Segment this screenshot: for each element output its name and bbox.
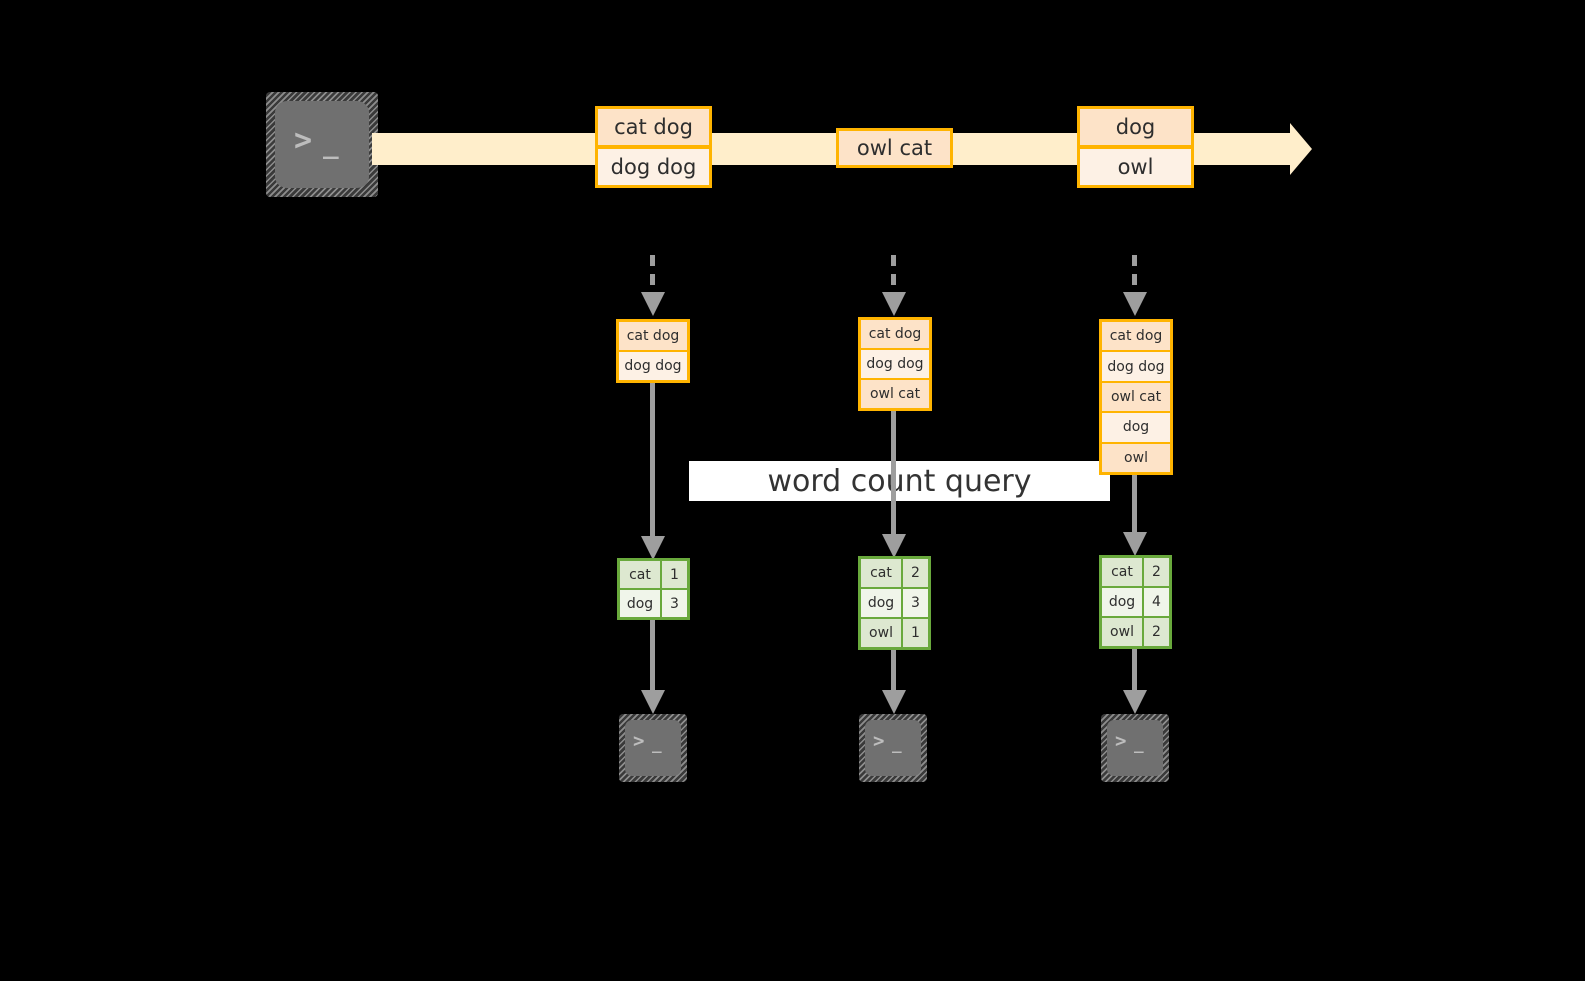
input-row: owl (1102, 443, 1170, 473)
snapshot-3-consumer-terminal-icon: > _ (1101, 714, 1169, 782)
stream-message: dog (1077, 106, 1194, 148)
result-word: cat (1102, 558, 1144, 586)
result-count: 1 (903, 619, 928, 647)
stream-arrow-head (1290, 123, 1312, 175)
snapshot-2-output-line (891, 650, 896, 692)
result-count: 1 (662, 561, 687, 588)
snapshot-3-stream-tap-line (1132, 255, 1137, 293)
snapshot-2-stream-tap-line (891, 255, 896, 293)
snapshot-3-input-stack: cat dog dog dog owl cat dog owl (1099, 319, 1173, 475)
snapshot-1-output-arrowhead (641, 690, 665, 714)
terminal-face (1107, 720, 1163, 776)
terminal-face (625, 720, 681, 776)
snapshot-2-query-line (891, 411, 896, 536)
terminal-prompt-glyph: > (633, 730, 645, 752)
table-row: owl 2 (1102, 618, 1169, 646)
query-label-text: word count query (767, 463, 1032, 499)
terminal-prompt-glyph: > (294, 123, 313, 158)
terminal-cursor-glyph: _ (323, 130, 339, 160)
result-word: cat (620, 561, 662, 588)
snapshot-2-output-arrowhead (882, 690, 906, 714)
result-count: 3 (903, 589, 928, 617)
terminal-cursor-glyph: _ (1134, 734, 1144, 753)
table-row: dog 3 (861, 589, 928, 619)
terminal-cursor-glyph: _ (652, 734, 662, 753)
snapshot-1-output-line (650, 620, 655, 692)
snapshot-1-query-arrowhead (641, 536, 665, 560)
stream-message: dog dog (595, 146, 712, 188)
input-row: dog dog (861, 350, 929, 380)
snapshot-1-input-stack: cat dog dog dog (616, 319, 690, 383)
input-row: owl cat (861, 380, 929, 408)
snapshot-1-query-line (650, 383, 655, 538)
query-label-banner: word count query (689, 461, 1110, 501)
snapshot-2-input-stack: cat dog dog dog owl cat (858, 317, 932, 411)
terminal-cursor-glyph: _ (892, 734, 902, 753)
snapshot-1-consumer-terminal-icon: > _ (619, 714, 687, 782)
snapshot-2-query-arrowhead (882, 534, 906, 558)
table-row: cat 1 (620, 561, 687, 590)
terminal-prompt-glyph: > (873, 730, 885, 752)
snapshot-2-consumer-terminal-icon: > _ (859, 714, 927, 782)
terminal-face (275, 101, 369, 188)
result-count: 2 (1144, 558, 1169, 586)
table-row: owl 1 (861, 619, 928, 647)
result-word: dog (620, 590, 662, 617)
snapshot-1-result-table: cat 1 dog 3 (617, 558, 690, 620)
input-row: dog (1102, 413, 1170, 444)
snapshot-3-result-table: cat 2 dog 4 owl 2 (1099, 555, 1172, 649)
input-row: dog dog (619, 352, 687, 380)
table-row: dog 4 (1102, 588, 1169, 618)
result-word: cat (861, 559, 903, 587)
result-count: 3 (662, 590, 687, 617)
snapshot-2-result-table: cat 2 dog 3 owl 1 (858, 556, 931, 650)
stream-message: cat dog (595, 106, 712, 148)
input-row: dog dog (1102, 352, 1170, 383)
snapshot-1-stream-tap-arrowhead (641, 292, 665, 316)
table-row: cat 2 (1102, 558, 1169, 588)
table-row: dog 3 (620, 590, 687, 617)
input-row: cat dog (861, 320, 929, 350)
snapshot-3-stream-tap-arrowhead (1123, 292, 1147, 316)
result-count: 2 (1144, 618, 1169, 646)
table-row: cat 2 (861, 559, 928, 589)
terminal-prompt-glyph: > (1115, 730, 1127, 752)
stream-message: owl cat (836, 128, 953, 168)
result-word: dog (861, 589, 903, 617)
snapshot-3-output-arrowhead (1123, 690, 1147, 714)
result-word: owl (1102, 618, 1144, 646)
input-row: cat dog (1102, 322, 1170, 353)
stream-message: owl (1077, 146, 1194, 188)
snapshot-3-query-line (1132, 475, 1137, 534)
input-row: cat dog (619, 322, 687, 352)
result-count: 2 (903, 559, 928, 587)
snapshot-3-output-line (1132, 649, 1137, 692)
result-word: dog (1102, 588, 1144, 616)
producer-terminal-icon: > _ (266, 92, 378, 197)
terminal-face (865, 720, 921, 776)
result-word: owl (861, 619, 903, 647)
snapshot-3-query-arrowhead (1123, 532, 1147, 556)
input-row: owl cat (1102, 382, 1170, 414)
snapshot-1-stream-tap-line (650, 255, 655, 293)
snapshot-2-stream-tap-arrowhead (882, 292, 906, 316)
result-count: 4 (1144, 588, 1169, 616)
